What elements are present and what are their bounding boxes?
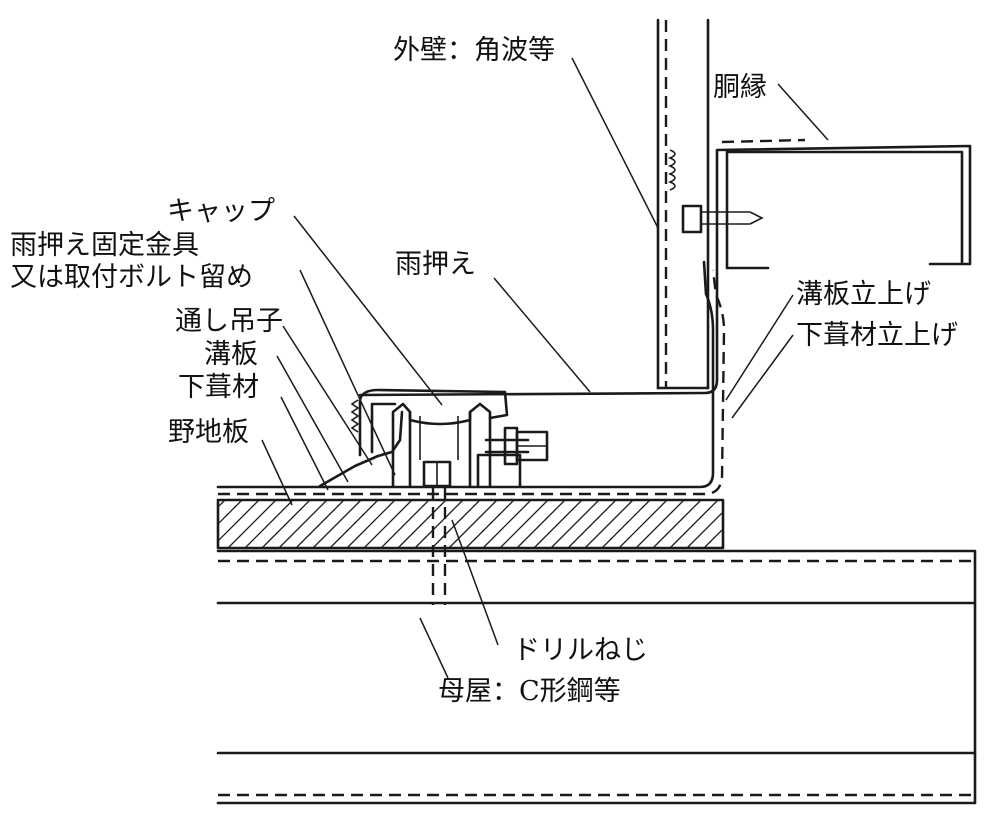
sheathing-hatch-line xyxy=(755,500,803,548)
wall-screw xyxy=(667,149,764,234)
rain-flashing xyxy=(358,144,972,397)
leader-lines xyxy=(261,57,829,679)
mounting-bolt xyxy=(484,426,549,466)
sheathing-hatch-line xyxy=(218,500,243,525)
drill-screw xyxy=(422,460,452,605)
label-gutter-upturn: 溝板立上げ xyxy=(796,279,931,310)
sheathing-hatch-line xyxy=(618,500,668,548)
sheathing-hatch-line xyxy=(448,500,498,548)
sheathing-hatch-line xyxy=(669,500,719,548)
sheathing-hatch-line xyxy=(218,500,260,542)
sheathing-hatch-line xyxy=(738,500,786,548)
purlin-c-section xyxy=(216,549,977,805)
sheathing-hatch-line xyxy=(584,500,634,548)
label-sheathing: 野地板 xyxy=(168,417,249,448)
sheathing-hatch-line xyxy=(278,500,328,548)
underlay-line xyxy=(218,269,726,496)
label-purlin: 母屋：C形鋼等 xyxy=(438,676,621,707)
label-cap: キャップ xyxy=(167,196,275,227)
sheathing-hatch-line xyxy=(312,500,362,548)
fixture-teeth xyxy=(350,399,360,433)
sheathing-hatch-line xyxy=(414,500,464,548)
sheathing-hatch-line xyxy=(516,500,566,548)
sheathing-hatch-line xyxy=(329,500,379,548)
sheathing-hatch-line xyxy=(720,545,723,548)
sheathing-hatch-line xyxy=(686,511,723,548)
sheathing-hatch-line xyxy=(160,500,208,548)
sheathing-hatch-line xyxy=(397,500,447,548)
label-drill-screw: ドリルねじ xyxy=(513,635,648,666)
sheathing-hatch-line xyxy=(601,500,651,548)
sheathing-board xyxy=(160,498,803,550)
label-underlay: 下葺材 xyxy=(178,372,259,403)
label-underlay-upturn: 下葺材立上げ xyxy=(796,320,958,351)
sheathing-hatch-line xyxy=(533,500,583,548)
outer-wall-panel xyxy=(656,18,710,390)
sheathing-hatch-line xyxy=(380,500,430,548)
sheathing-hatch-line xyxy=(703,528,723,548)
sheathing-hatch-line xyxy=(567,500,617,548)
sheathing-hatch-line xyxy=(465,500,515,548)
label-outer-wall: 外壁：角波等 xyxy=(393,35,555,66)
sheathing-hatch-line xyxy=(227,500,277,548)
sheathing-hatch-line xyxy=(431,500,481,548)
sheathing-hatch-line xyxy=(363,500,413,548)
sheathing-hatch-line xyxy=(550,500,600,548)
label-gutter-plate: 溝板 xyxy=(204,339,258,370)
girt-inner xyxy=(725,150,770,270)
sheathing-hatch-line xyxy=(652,500,702,548)
label-flashing-fixture-1: 雨押え固定金具 xyxy=(10,230,199,261)
label-flashing: 雨押え xyxy=(395,249,476,280)
sheathing-hatch-line xyxy=(244,500,294,548)
girt-inner-top xyxy=(725,150,964,264)
label-flashing-fixture-2: 又は取付ボルト留め xyxy=(10,262,253,293)
sheathing-hatch-line xyxy=(499,500,549,548)
sheathing-hatch-line xyxy=(482,500,532,548)
girt-outline-dashed xyxy=(721,138,806,144)
sheathing-hatch-line xyxy=(346,500,396,548)
flashing-fixture xyxy=(358,388,522,488)
gutter-plate xyxy=(216,260,715,489)
sheathing-hatch-line xyxy=(635,500,685,548)
label-through-clip: 通し吊子 xyxy=(175,306,283,337)
label-girt: 胴縁 xyxy=(713,72,767,103)
sheathing-hatch-line xyxy=(295,500,345,548)
sheathing-hatch-line xyxy=(261,500,311,548)
